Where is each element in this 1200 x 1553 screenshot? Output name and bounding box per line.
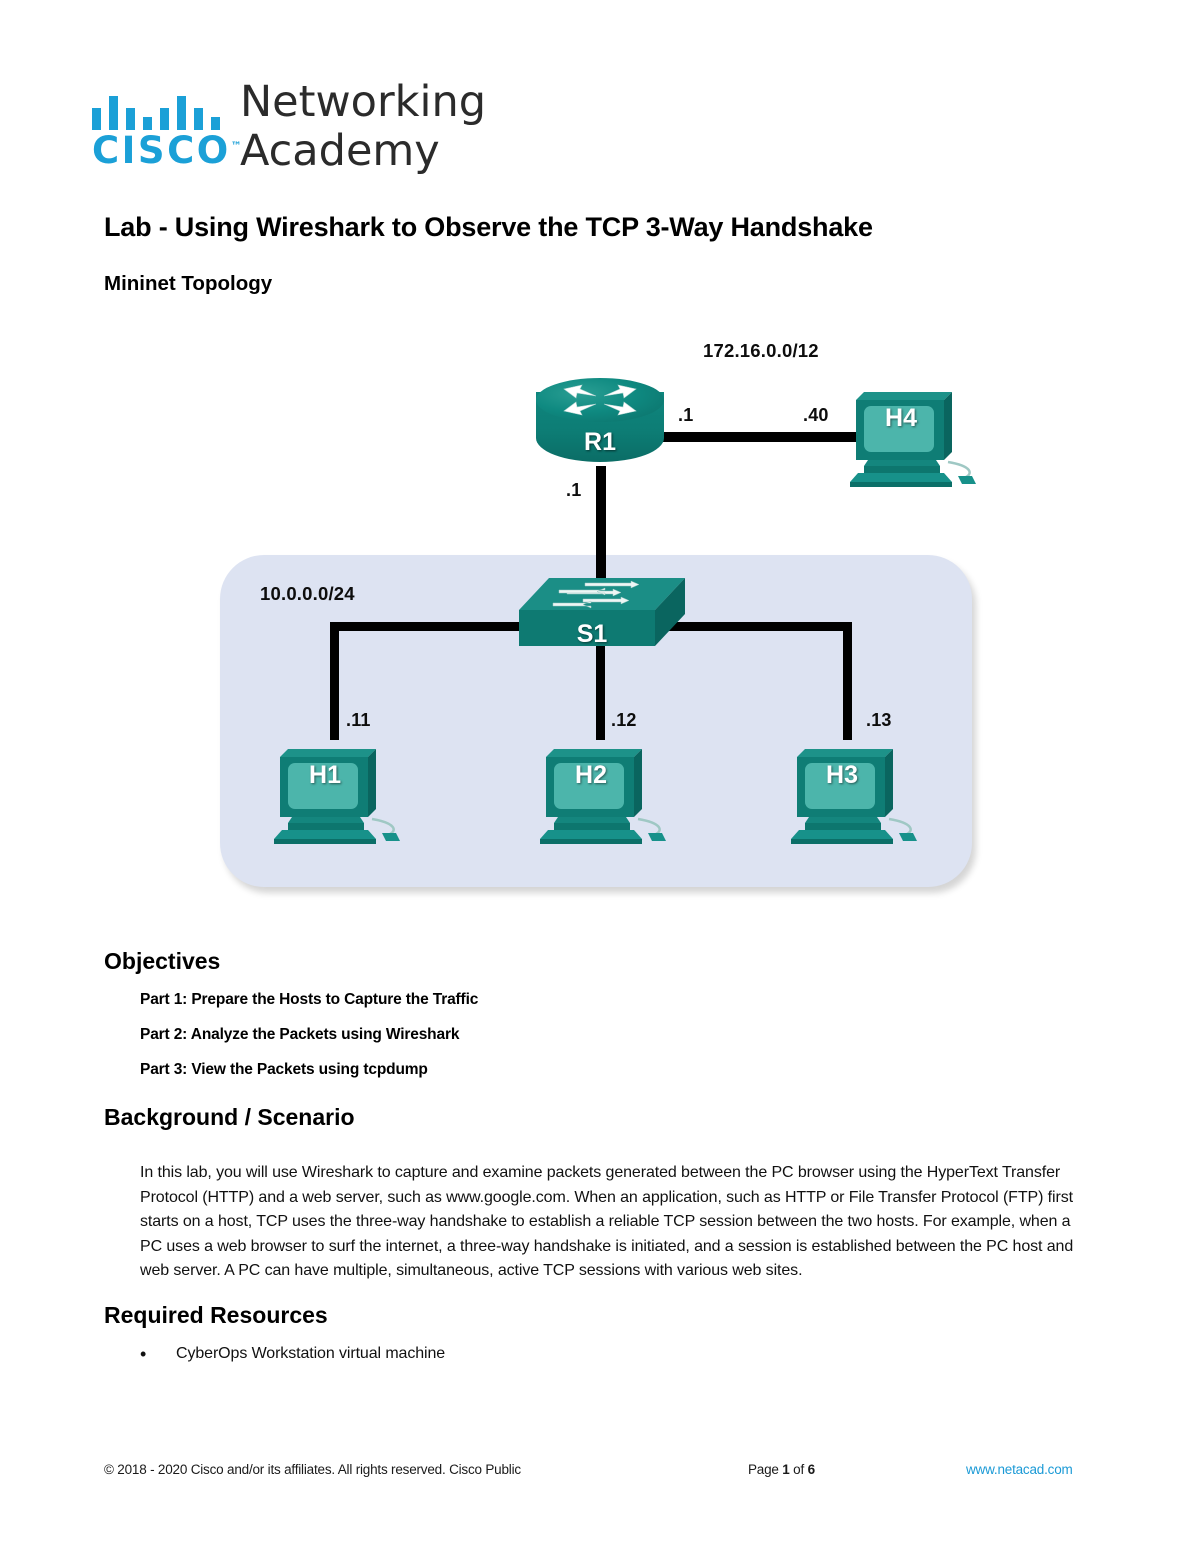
logo-line-academy: Academy bbox=[240, 125, 440, 176]
router-label: R1 bbox=[584, 428, 616, 456]
cisco-wordmark-text: CISCO bbox=[92, 129, 231, 172]
cisco-wordmark: CISCO™ bbox=[92, 132, 242, 169]
objective-part-1: Part 1: Prepare the Hosts to Capture the… bbox=[140, 991, 479, 1008]
h1-interface-label: .11 bbox=[346, 710, 371, 730]
h2-interface-label: .12 bbox=[611, 710, 637, 730]
footer-divider bbox=[104, 1447, 1096, 1448]
resource-item-label: CyberOps Workstation virtual machine bbox=[176, 1345, 446, 1362]
page-prefix: Page bbox=[748, 1462, 783, 1477]
page-current: 1 bbox=[782, 1462, 790, 1477]
trademark-symbol: ™ bbox=[230, 139, 242, 153]
section-heading-topology: Mininet Topology bbox=[104, 272, 273, 295]
wan-network-label: 172.16.0.0/12 bbox=[703, 340, 819, 361]
host-h1-icon: H1 bbox=[272, 735, 414, 847]
section-heading-objectives: Objectives bbox=[104, 948, 221, 974]
footer-netacad-link[interactable]: www.netacad.com bbox=[966, 1462, 1073, 1477]
pc-graphic bbox=[791, 749, 917, 844]
footer-page-number: Page 1 of 6 bbox=[748, 1462, 815, 1477]
lan-network-label: 10.0.0.0/24 bbox=[260, 583, 355, 604]
switch-label: S1 bbox=[576, 620, 608, 648]
pc-graphic bbox=[850, 392, 976, 487]
link-switch-to-h2 bbox=[596, 610, 605, 740]
logo-line-networking: Networking bbox=[240, 77, 487, 127]
switch-s1-icon: S1 bbox=[519, 576, 685, 662]
objective-part-3: Part 3: View the Packets using tcpdump bbox=[140, 1061, 428, 1078]
router-top-face bbox=[536, 378, 664, 422]
host-h3-icon: H3 bbox=[789, 735, 931, 847]
network-topology-diagram: 10.0.0.0/24 172.16.0.0/12 .1 .40 .1 .11 … bbox=[0, 320, 1200, 920]
background-paragraph: In this lab, you will use Wireshark to c… bbox=[140, 1164, 1074, 1280]
cisco-networking-academy-logo: CISCO™ Networking Academy bbox=[92, 78, 492, 182]
page-mid: of bbox=[789, 1462, 808, 1477]
link-router-to-switch bbox=[596, 466, 606, 601]
pc-graphic bbox=[274, 749, 400, 844]
router-wan-interface-label: .1 bbox=[678, 405, 694, 425]
router-lan-interface-label: .1 bbox=[566, 480, 582, 500]
page-total: 6 bbox=[807, 1462, 816, 1477]
cisco-bridge-icon bbox=[92, 90, 226, 130]
switch-body bbox=[519, 578, 685, 646]
academy-wordmark: Networking Academy bbox=[240, 78, 486, 175]
footer-copyright: © 2018 - 2020 Cisco and/or its affiliate… bbox=[104, 1462, 521, 1477]
link-router-to-h4 bbox=[650, 432, 870, 442]
h4-interface-label: .40 bbox=[803, 405, 829, 425]
host-h2-icon: H2 bbox=[538, 735, 680, 847]
h3-interface-label: .13 bbox=[866, 710, 892, 730]
router-r1-icon: R1 bbox=[536, 378, 664, 476]
objective-part-2: Part 2: Analyze the Packets using Wiresh… bbox=[140, 1026, 460, 1043]
router-arrows-icon bbox=[563, 384, 637, 416]
link-switch-to-h3 bbox=[843, 622, 852, 740]
link-switch-to-h1 bbox=[330, 622, 339, 740]
section-heading-resources: Required Resources bbox=[104, 1302, 328, 1328]
pc-graphic bbox=[540, 749, 666, 844]
section-heading-background: Background / Scenario bbox=[104, 1104, 355, 1130]
host-h4-icon: H4 bbox=[848, 378, 990, 490]
page-title: Lab - Using Wireshark to Observe the TCP… bbox=[104, 212, 873, 242]
bullet-icon: • bbox=[140, 1344, 147, 1364]
